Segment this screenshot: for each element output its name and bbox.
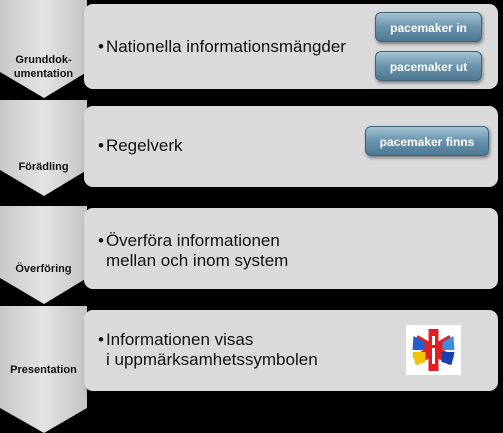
stage-text-line: Nationella informationsmängder xyxy=(105,37,346,56)
stage-card-overforing: •Överföra informationen mellan och inom … xyxy=(84,208,498,289)
stage-text-line: Överföra informationen xyxy=(105,231,280,250)
pacemaker-in-button[interactable]: pacemaker in xyxy=(375,12,482,42)
stage-text: •Överföra informationen mellan och inom … xyxy=(98,231,288,271)
stage-text-line: mellan och inom system xyxy=(106,251,289,270)
chevron-overforing xyxy=(0,206,87,304)
stage-label-line: Överföring xyxy=(15,263,72,275)
stage-text: •Regelverk xyxy=(98,136,183,156)
bullet: • xyxy=(98,37,104,56)
stage-text: •Informationen visas i uppmärksamhetssym… xyxy=(98,330,318,370)
stage-text: •Nationella informationsmängder xyxy=(98,37,346,57)
pacemaker-ut-button[interactable]: pacemaker ut xyxy=(375,51,482,81)
stage-label-grunddokumentation: Grunddok- umentation xyxy=(0,53,87,81)
stage-card-foradling: •Regelverk xyxy=(84,106,498,187)
stage-label-line: umentation xyxy=(13,68,74,80)
attention-symbol xyxy=(406,325,461,375)
bullet: • xyxy=(98,330,104,349)
stage-text-line: Informationen visas xyxy=(105,330,254,349)
stage-label-foradling: Förädling xyxy=(0,160,87,174)
stage-text-line: Regelverk xyxy=(105,136,183,155)
stage-label-presentation: Presentation xyxy=(0,363,87,377)
chevron-presentation xyxy=(0,306,87,433)
bullet: • xyxy=(98,136,104,155)
stage-label-line: Förädling xyxy=(18,161,69,173)
chevron-grunddokumentation xyxy=(0,0,87,98)
stage-label-overforing: Överföring xyxy=(0,262,87,276)
stage-label-line: Presentation xyxy=(10,364,77,376)
chevron-foradling xyxy=(0,100,87,196)
attention-symbol-icon xyxy=(412,329,455,371)
bullet: • xyxy=(98,231,104,250)
stage-label-line: Grunddok- xyxy=(15,54,72,66)
stage-card-presentation: •Informationen visas i uppmärksamhetssym… xyxy=(84,310,498,391)
pacemaker-finns-button[interactable]: pacemaker finns xyxy=(365,126,489,156)
stage-text-line: i uppmärksamhetssymbolen xyxy=(106,350,318,369)
